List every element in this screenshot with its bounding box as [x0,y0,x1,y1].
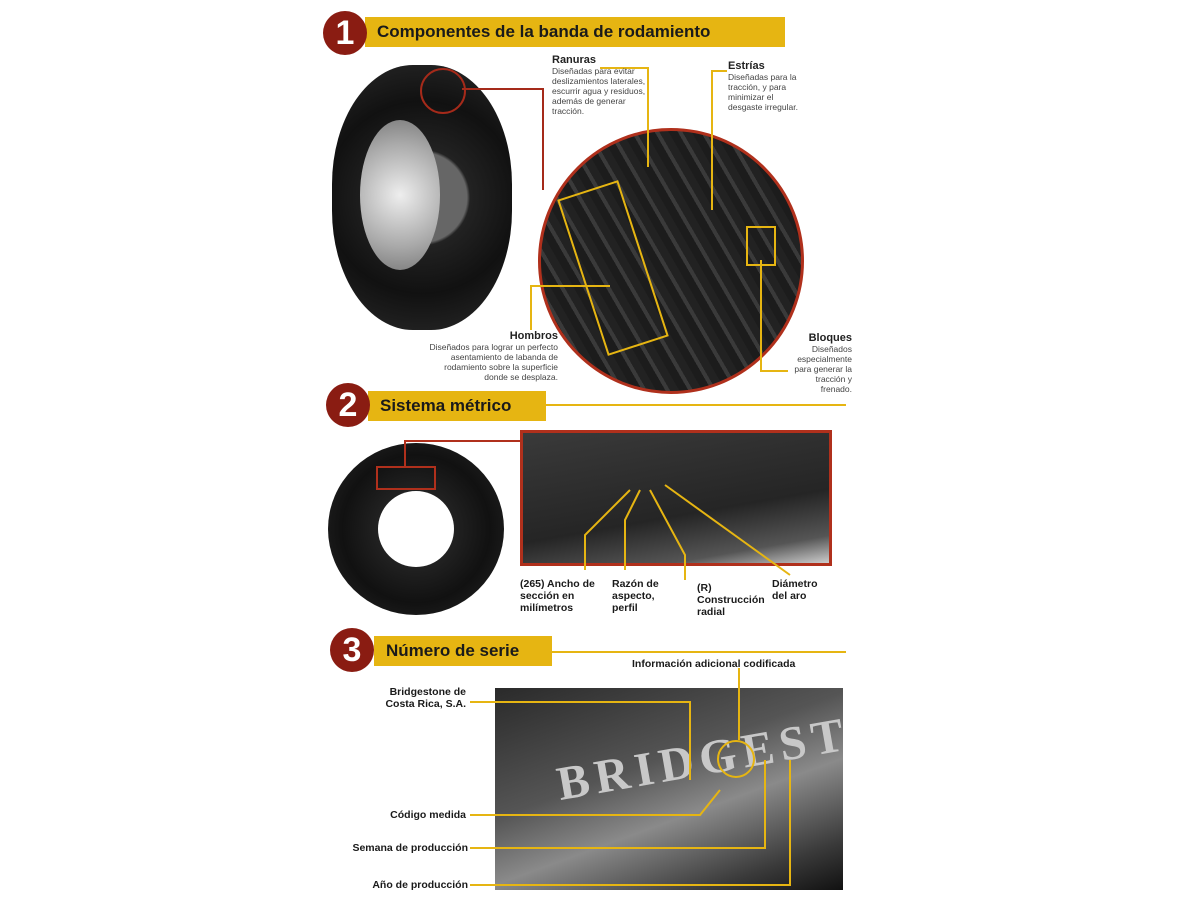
label-anio: Año de producción [372,879,468,891]
label-diametro: Diámetro del aro [772,578,818,602]
tire-image [332,65,512,330]
shoulder-box [557,180,669,356]
label-ancho: (265) Ancho de sección en milímetros [520,578,595,614]
section-2-number: 2 [326,383,370,427]
section-3-number: 3 [330,628,374,672]
label-codigo: Código medida [390,809,466,821]
label-razon: Razón de aspecto, perfil [612,578,659,614]
serial-connector-lines [470,701,791,886]
sidewall-highlight [376,466,436,490]
tread-zoom-circle [538,128,804,394]
sidewall-zoom-photo [520,430,832,566]
bloques-callout: Bloques Diseñados especialmente para gen… [794,332,852,394]
hombros-callout: Hombros Diseñados para lograr un perfect… [429,330,558,382]
tread-highlight-circle [420,68,466,114]
section-1-title: Componentes de la banda de rodamiento [365,17,785,47]
metric-connector-lines [584,484,791,580]
info-circle [717,740,755,778]
serial-photo: BRIDGESTO [495,688,843,890]
estrias-callout: Estrías Diseñadas para la tracción, y pa… [728,60,798,112]
wheel-rim [360,120,440,270]
label-construccion: (R) Construcción radial [697,582,765,618]
label-semana: Semana de producción [352,842,468,854]
ranuras-callout: Ranuras Diseñadas para evitar deslizamie… [552,54,646,116]
section-3-title: Número de serie [374,636,552,666]
connector-line [462,88,544,190]
label-info-adicional: Información adicional codificada [632,658,796,670]
label-bridgestone: Bridgestone de Costa Rica, S.A. [385,686,466,710]
section-1-number: 1 [323,11,367,55]
section-2-title: Sistema métrico [368,391,546,421]
tire-hole [378,491,454,567]
small-tire-image [328,443,504,615]
